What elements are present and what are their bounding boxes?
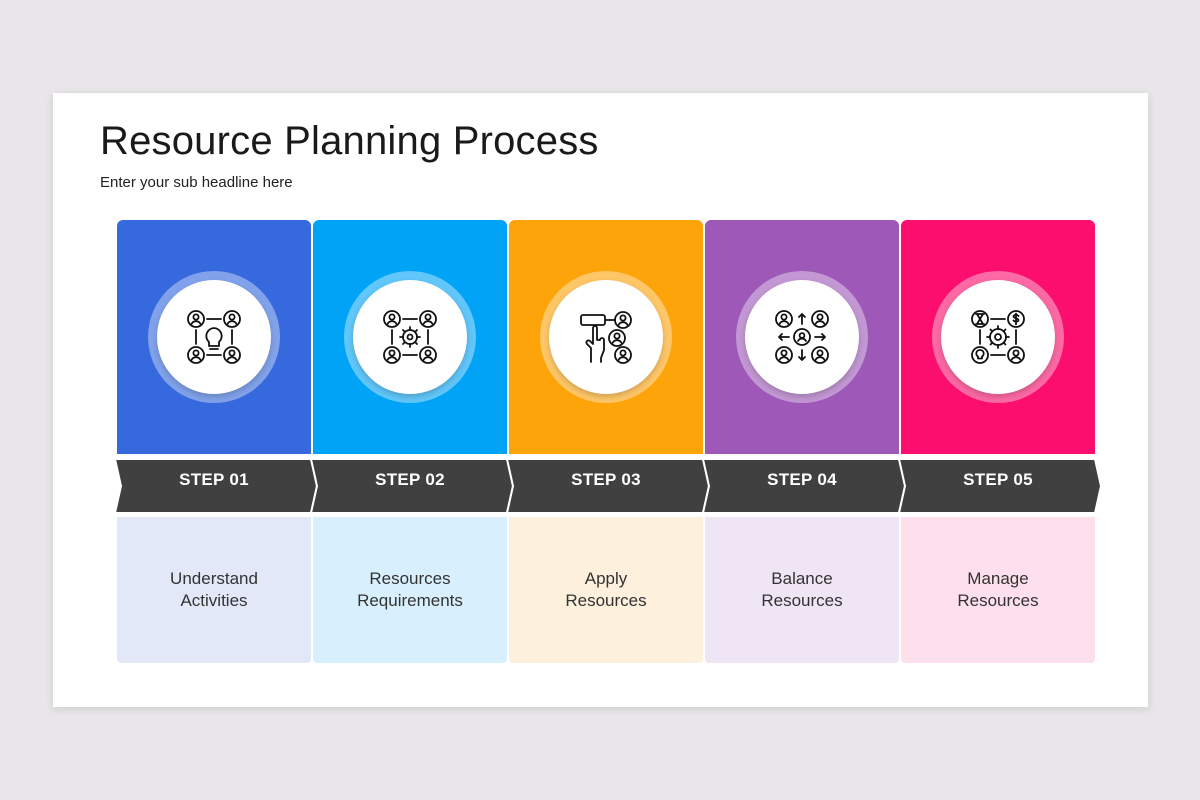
step-2-icon-ring xyxy=(344,271,476,403)
distribute-people-icon xyxy=(775,310,829,364)
step-1-label: STEP 01 xyxy=(179,470,249,489)
hand-select-people-icon xyxy=(580,311,632,364)
step-4-icon-disc xyxy=(745,280,859,394)
step-5-color-panel xyxy=(901,220,1095,454)
step-1-icon-disc xyxy=(157,280,271,394)
step-2-label: STEP 02 xyxy=(375,470,445,489)
step-3-label: STEP 03 xyxy=(571,470,641,489)
slide: Resource Planning Process Enter your sub… xyxy=(53,93,1148,707)
step-2-icon-disc xyxy=(353,280,467,394)
step-4-color-panel xyxy=(705,220,899,454)
page-subtitle: Enter your sub headline here xyxy=(100,174,293,191)
step-3-icon-ring xyxy=(540,271,672,403)
team-gear-icon xyxy=(383,310,437,364)
step-1-icon-ring xyxy=(148,271,280,403)
step-3-description-box: Apply Resources xyxy=(509,517,703,663)
step-3-icon-disc xyxy=(549,280,663,394)
step-4-description-box: Balance Resources xyxy=(705,517,899,663)
step-3-description: Apply Resources xyxy=(565,569,647,610)
step-2-description-box: Resources Requirements xyxy=(313,517,507,663)
step-1-description: Understand Activities xyxy=(170,569,258,610)
step-2-description: Resources Requirements xyxy=(357,569,463,610)
step-5-description-box: Manage Resources xyxy=(901,517,1095,663)
step-5-chevron xyxy=(897,458,1103,514)
step-5-description: Manage Resources xyxy=(957,569,1039,610)
team-idea-icon xyxy=(187,310,241,364)
step-chevron-bar xyxy=(115,458,1103,514)
step-4-label: STEP 04 xyxy=(767,470,837,489)
step-1-color-panel xyxy=(117,220,311,454)
step-2-color-panel xyxy=(313,220,507,454)
step-4-description: Balance Resources xyxy=(761,569,843,610)
step-1-description-box: Understand Activities xyxy=(117,517,311,663)
step-5-icon-ring xyxy=(932,271,1064,403)
manage-resources-icon xyxy=(971,310,1025,364)
step-3-color-panel xyxy=(509,220,703,454)
step-4-icon-ring xyxy=(736,271,868,403)
step-5-label: STEP 05 xyxy=(963,470,1033,489)
step-5-icon-disc xyxy=(941,280,1055,394)
page-title: Resource Planning Process xyxy=(100,119,599,163)
